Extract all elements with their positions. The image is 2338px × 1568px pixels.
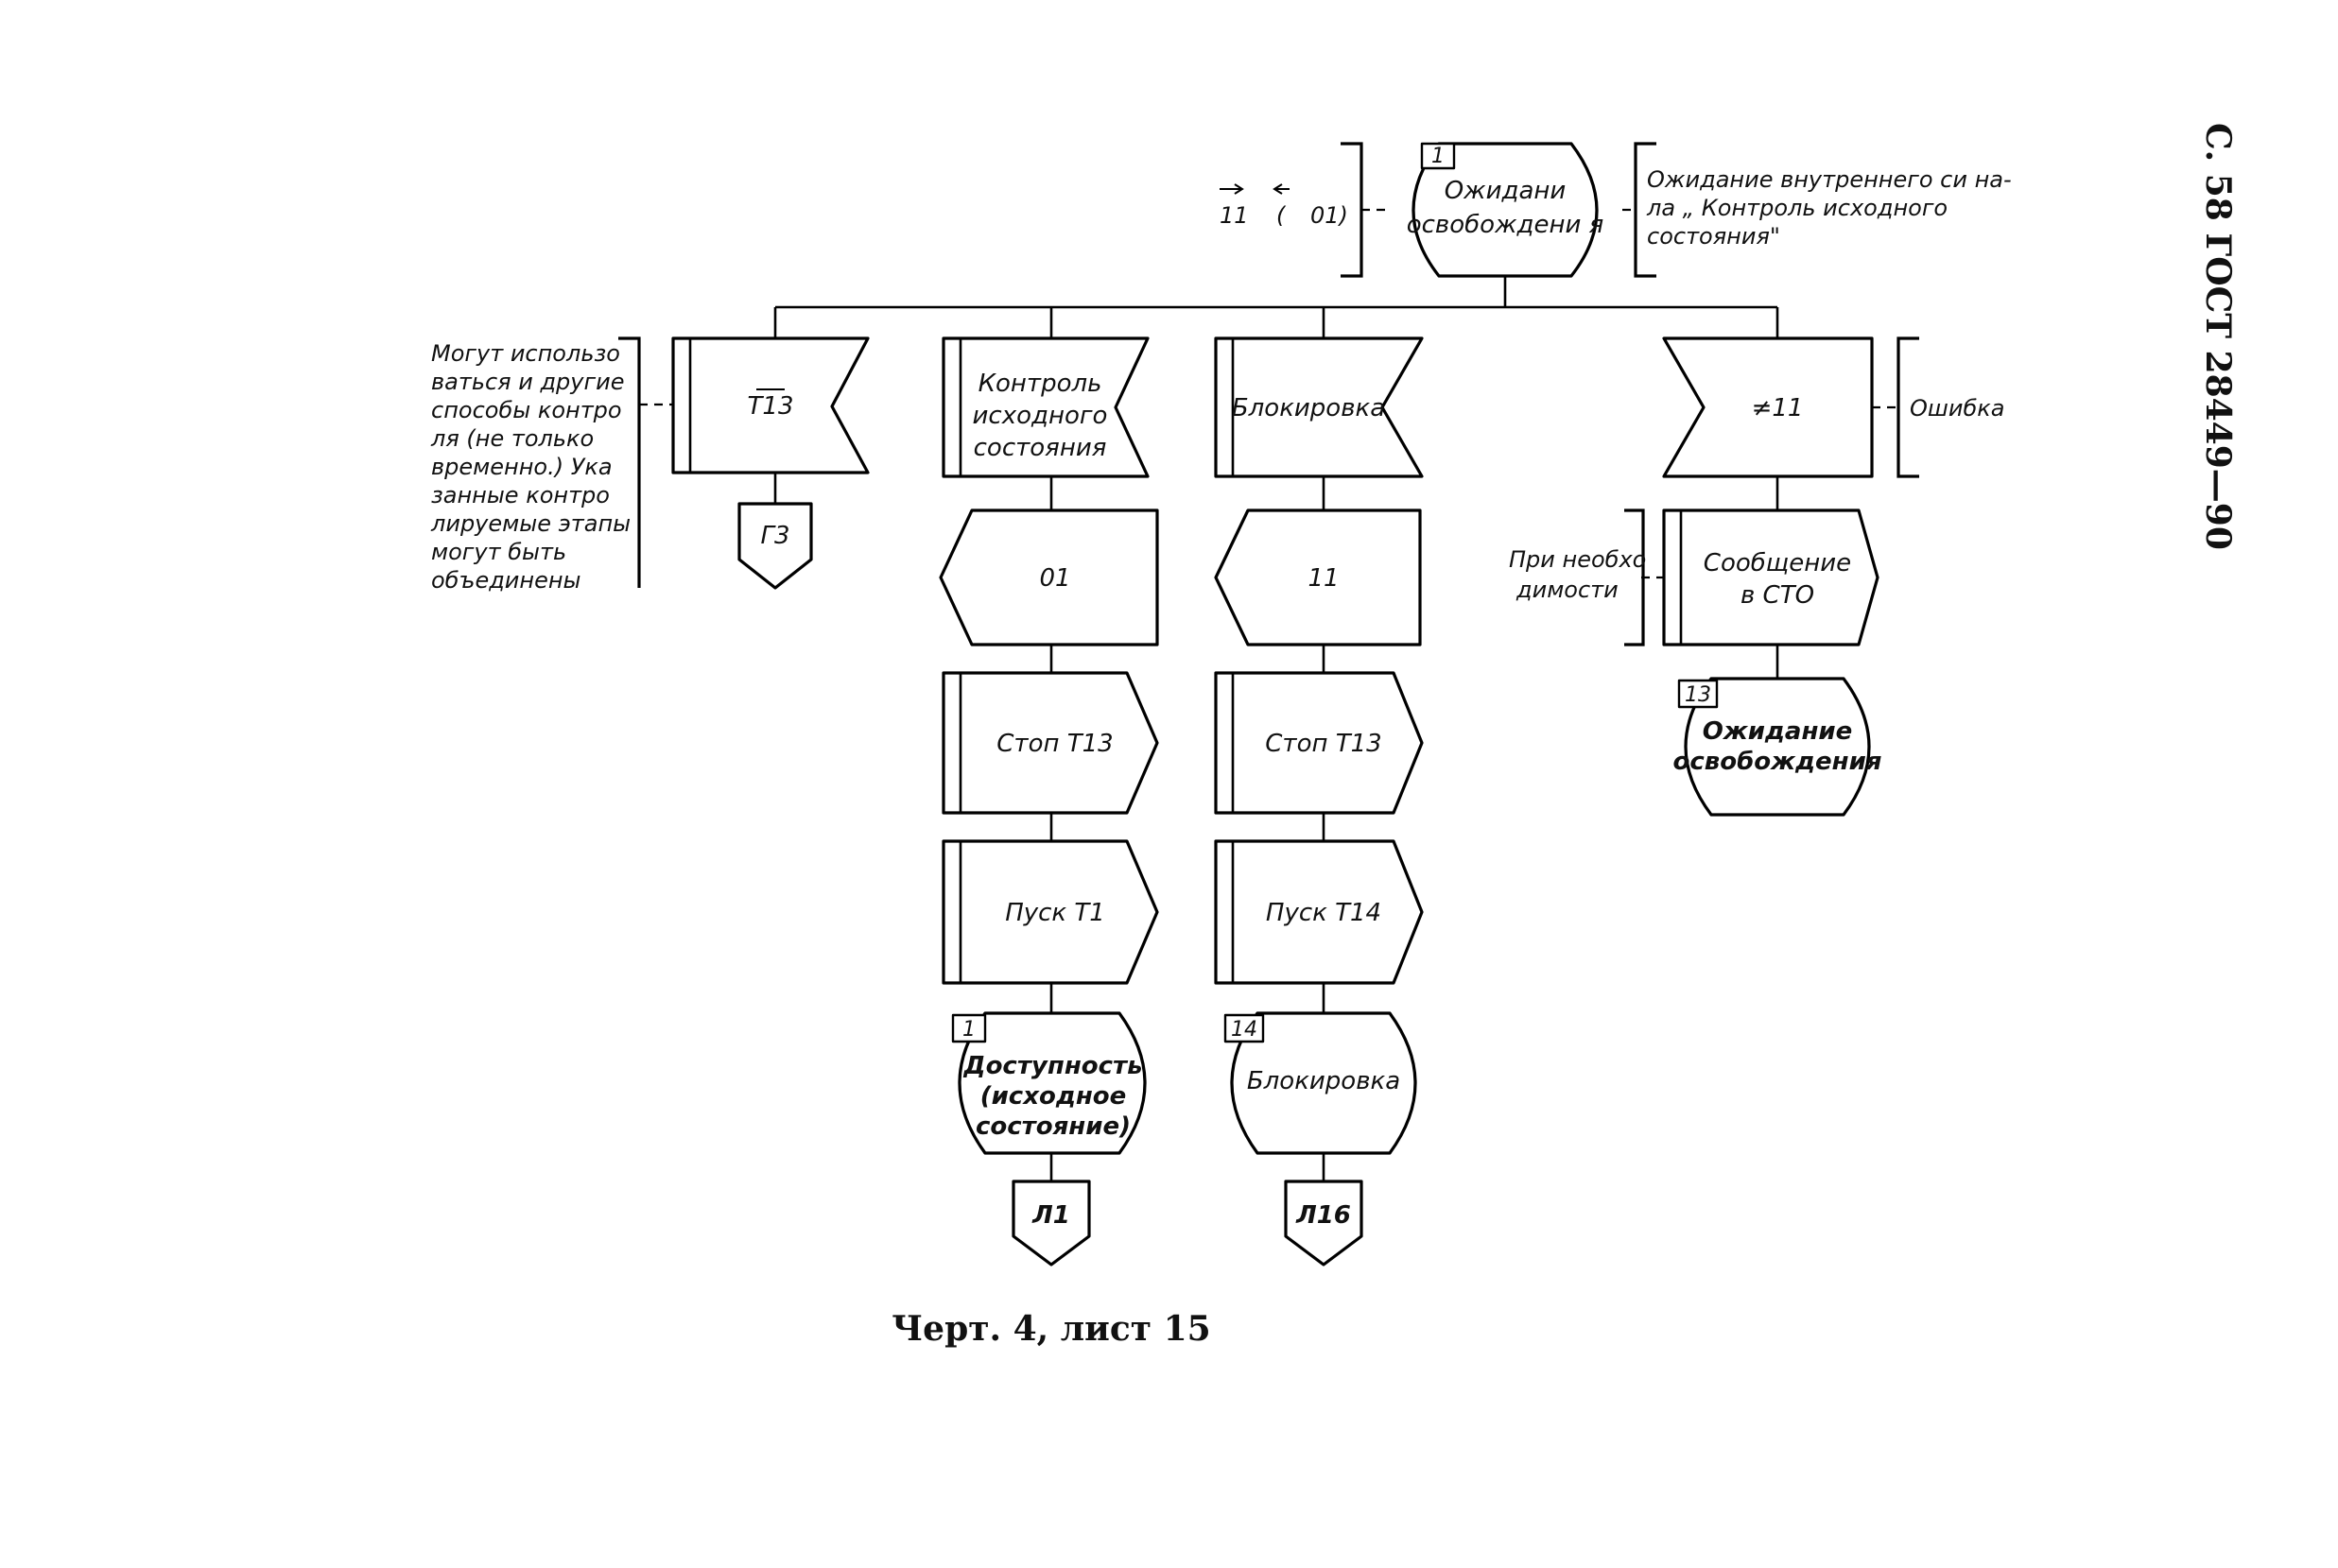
col2-state-number-box bbox=[951, 1013, 987, 1043]
page-header: С. 58 ГОСТ 28449—90 bbox=[2198, 123, 2238, 550]
left-comment: Могут использо ваться и другие способы к… bbox=[430, 336, 673, 594]
col4-state-number: 13 bbox=[1685, 683, 1711, 707]
col1-connector bbox=[737, 502, 813, 590]
top-state: 1 Ожидани освобождени я 11 ( 01) Ожидани… bbox=[1220, 142, 2012, 278]
col4-state-number-box bbox=[1677, 679, 1719, 709]
col3-task-2 bbox=[1214, 839, 1424, 985]
col3-input-label: Блокировка bbox=[1232, 394, 1385, 422]
figure-caption: Черт. 4, лист 15 bbox=[892, 1309, 1210, 1349]
top-state-label-line-1: Ожидани bbox=[1445, 177, 1567, 205]
col4-output-note-bracket bbox=[1624, 508, 1645, 646]
col1-input-label: T13 bbox=[748, 392, 794, 421]
left-note-line-8: могут быть bbox=[431, 539, 566, 565]
column-1: T13 Г3 bbox=[671, 336, 870, 590]
col3-task-2-label: Пуск Т14 bbox=[1266, 899, 1381, 927]
col3-state bbox=[1230, 1011, 1417, 1155]
top-state-number-box bbox=[1420, 142, 1456, 170]
left-note-line-5: временно.) Ука bbox=[431, 454, 613, 480]
left-note-line-3: способы контро bbox=[431, 397, 622, 423]
left-note-line-9: объединены bbox=[431, 567, 581, 594]
col3-output-signal bbox=[1214, 508, 1422, 646]
top-right-comment-bracket bbox=[1634, 142, 1656, 278]
col2-state bbox=[958, 1011, 1147, 1155]
col3-state-number: 14 bbox=[1231, 1018, 1257, 1042]
col4-output-line-2: в СТО bbox=[1741, 581, 1814, 610]
col4-state-line-2: освобождения bbox=[1673, 748, 1882, 776]
col2-connector-label: Л1 bbox=[1031, 1201, 1070, 1230]
col2-task-2-label: Пуск Т1 bbox=[1005, 899, 1105, 927]
col4-output-note-2: димости bbox=[1515, 577, 1619, 603]
col3-connector bbox=[1284, 1180, 1363, 1266]
col1-input-signal bbox=[671, 336, 870, 474]
col4-output-signal bbox=[1662, 508, 1879, 646]
left-note-line-4: ля (не только bbox=[430, 425, 594, 452]
col4-input-note-bracket bbox=[1896, 336, 1919, 478]
col3-connector-label: Л16 bbox=[1295, 1201, 1351, 1230]
column-2: Контроль исходного состояния 01 Стоп Т13… bbox=[939, 336, 1159, 1266]
left-note-line-2: ваться и другие bbox=[431, 369, 624, 395]
col4-output-line-1: Сообщение bbox=[1704, 549, 1851, 577]
col2-state-number: 1 bbox=[962, 1018, 976, 1042]
top-left-note-2: ( bbox=[1276, 202, 1287, 229]
col4-state bbox=[1684, 677, 1871, 817]
top-left-note-3: 01) bbox=[1310, 202, 1348, 229]
col2-input-signal bbox=[942, 336, 1150, 478]
column-3: Блокировка 11 Стоп Т13 Пуск Т14 14 Блоки… bbox=[1214, 336, 1424, 1266]
col4-input-label: ≠11 bbox=[1752, 394, 1804, 422]
col3-state-number-box bbox=[1223, 1013, 1265, 1043]
col3-output-label: 11 bbox=[1308, 564, 1339, 593]
top-state-number: 1 bbox=[1431, 145, 1445, 168]
top-state-label-line-2: освобождени я bbox=[1407, 211, 1604, 239]
col3-input-signal bbox=[1214, 336, 1424, 478]
top-right-note-3: состояния" bbox=[1647, 223, 1780, 250]
col4-input-signal bbox=[1662, 336, 1874, 478]
col2-task-1 bbox=[942, 671, 1159, 815]
col2-task-2 bbox=[942, 839, 1159, 985]
col2-input-line-3: состояния bbox=[974, 434, 1107, 462]
col2-output-signal bbox=[939, 508, 1159, 646]
col2-output-label: 01 bbox=[1039, 564, 1070, 593]
col2-task-1-label: Стоп Т13 bbox=[996, 730, 1113, 758]
col4-input-note: Ошибка bbox=[1910, 395, 2004, 422]
col2-state-line-3: состояние) bbox=[976, 1112, 1131, 1141]
top-right-note-1: Ожидание внутреннего си на- bbox=[1647, 166, 2012, 193]
col4-state-line-1: Ожидание bbox=[1703, 717, 1853, 746]
col2-state-line-2: (исходное bbox=[980, 1082, 1127, 1111]
top-left-comment-bracket bbox=[1341, 142, 1363, 278]
left-note-line-7: лируемые этапы bbox=[430, 510, 631, 537]
col2-input-line-2: исходного bbox=[973, 402, 1108, 430]
col1-connector-label: Г3 bbox=[760, 522, 789, 550]
left-comment-bracket bbox=[618, 336, 641, 588]
top-state-shape bbox=[1411, 142, 1599, 278]
col2-connector bbox=[1012, 1180, 1091, 1266]
col2-state-line-1: Доступность bbox=[962, 1052, 1142, 1080]
col3-state-label: Блокировка bbox=[1247, 1067, 1400, 1095]
col2-input-line-1: Контроль bbox=[978, 370, 1102, 398]
left-note-line-1: Могут использо bbox=[431, 340, 620, 367]
flow-lines bbox=[773, 276, 1779, 1181]
top-right-note-2: ла „ Контроль исходного bbox=[1646, 195, 1948, 221]
column-4: ≠11 Ошибка Сообщение в СТО При необхо ди… bbox=[1509, 336, 2004, 817]
col3-task-1-label: Стоп Т13 bbox=[1265, 730, 1381, 758]
left-note-line-6: занные контро bbox=[431, 482, 610, 508]
top-left-note-1: 11 bbox=[1220, 202, 1249, 229]
col4-output-note-1: При необхо bbox=[1509, 546, 1646, 573]
col3-task-1 bbox=[1214, 671, 1424, 815]
